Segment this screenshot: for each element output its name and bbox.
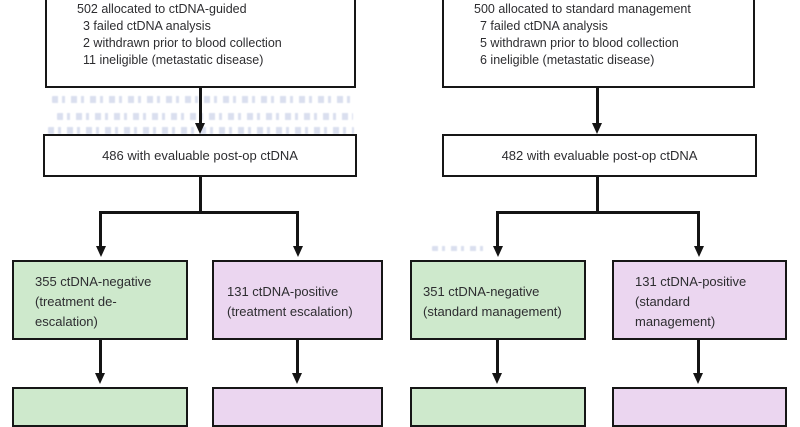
group-line: 351 ctDNA-negative <box>423 284 540 299</box>
group-line: (treatment escalation) <box>227 304 353 319</box>
group-line: (standard <box>635 294 690 309</box>
connector-line <box>199 88 202 124</box>
connector-line <box>99 340 102 373</box>
connector-line <box>296 211 299 247</box>
connector-line <box>99 211 299 214</box>
ctdna-positive-stub-box <box>212 387 383 427</box>
ctdna-negative-box-deescalation: 355 ctDNA-negative (treatment de- escala… <box>12 260 188 340</box>
allocation-exclusion-line: 11 ineligible (metastatic disease) <box>83 53 264 67</box>
allocation-exclusion-line: 3 failed ctDNA analysis <box>83 19 211 33</box>
evaluable-label: 486 with evaluable post-op ctDNA <box>102 148 298 163</box>
arrowhead <box>592 123 602 134</box>
connector-line <box>199 177 202 213</box>
ctdna-positive-box-standard: 131 ctDNA-positive (standard management) <box>612 260 787 340</box>
connector-line <box>496 211 699 214</box>
arrowhead <box>195 123 205 134</box>
group-line: (standard management) <box>423 304 562 319</box>
connector-line <box>296 340 299 373</box>
evaluable-label: 482 with evaluable post-op ctDNA <box>501 148 698 163</box>
ctdna-positive-box-escalation: 131 ctDNA-positive (treatment escalation… <box>212 260 383 340</box>
ctdna-negative-stub-box <box>410 387 586 427</box>
group-line: escalation) <box>35 314 98 329</box>
arrowhead <box>96 246 106 257</box>
allocation-exclusion-line: 7 failed ctDNA analysis <box>480 19 608 33</box>
print-bleed-artifact <box>52 96 355 103</box>
connector-line <box>496 340 499 373</box>
connector-line <box>99 211 102 247</box>
print-bleed-artifact <box>57 113 353 120</box>
consort-flow-diagram: 502 allocated to ctDNA-guided 3 failed c… <box>12 0 787 427</box>
connector-line <box>596 88 599 124</box>
connector-line <box>596 177 599 213</box>
group-line: (treatment de- <box>35 294 117 309</box>
allocation-total-line: 502 allocated to ctDNA-guided <box>77 2 247 16</box>
group-line: management) <box>635 314 716 329</box>
group-line: 355 ctDNA-negative <box>35 274 152 289</box>
connector-line <box>496 211 499 247</box>
connector-line <box>697 340 700 373</box>
group-line: 131 ctDNA-positive <box>227 284 339 299</box>
allocation-exclusion-line: 6 ineligible (metastatic disease) <box>480 53 655 67</box>
arrowhead <box>493 246 503 257</box>
arrowhead <box>95 373 105 384</box>
print-bleed-artifact <box>432 246 487 251</box>
allocation-box-standard: 500 allocated to standard management 7 f… <box>442 0 755 88</box>
connector-line <box>697 211 700 247</box>
arrowhead <box>693 373 703 384</box>
evaluable-box-ctdna-guided: 486 with evaluable post-op ctDNA <box>43 134 357 177</box>
group-line: 131 ctDNA-positive <box>635 274 747 289</box>
allocation-exclusion-line: 2 withdrawn prior to blood collection <box>83 36 282 50</box>
arrowhead <box>292 373 302 384</box>
allocation-total-line: 500 allocated to standard management <box>474 2 691 16</box>
evaluable-box-standard: 482 with evaluable post-op ctDNA <box>442 134 757 177</box>
ctdna-negative-stub-box <box>12 387 188 427</box>
allocation-exclusion-line: 5 withdrawn prior to blood collection <box>480 36 679 50</box>
arrowhead <box>293 246 303 257</box>
ctdna-negative-box-standard: 351 ctDNA-negative (standard management) <box>410 260 586 340</box>
arrowhead <box>492 373 502 384</box>
arrowhead <box>694 246 704 257</box>
allocation-box-ctdna-guided: 502 allocated to ctDNA-guided 3 failed c… <box>45 0 356 88</box>
ctdna-positive-stub-box <box>612 387 787 427</box>
